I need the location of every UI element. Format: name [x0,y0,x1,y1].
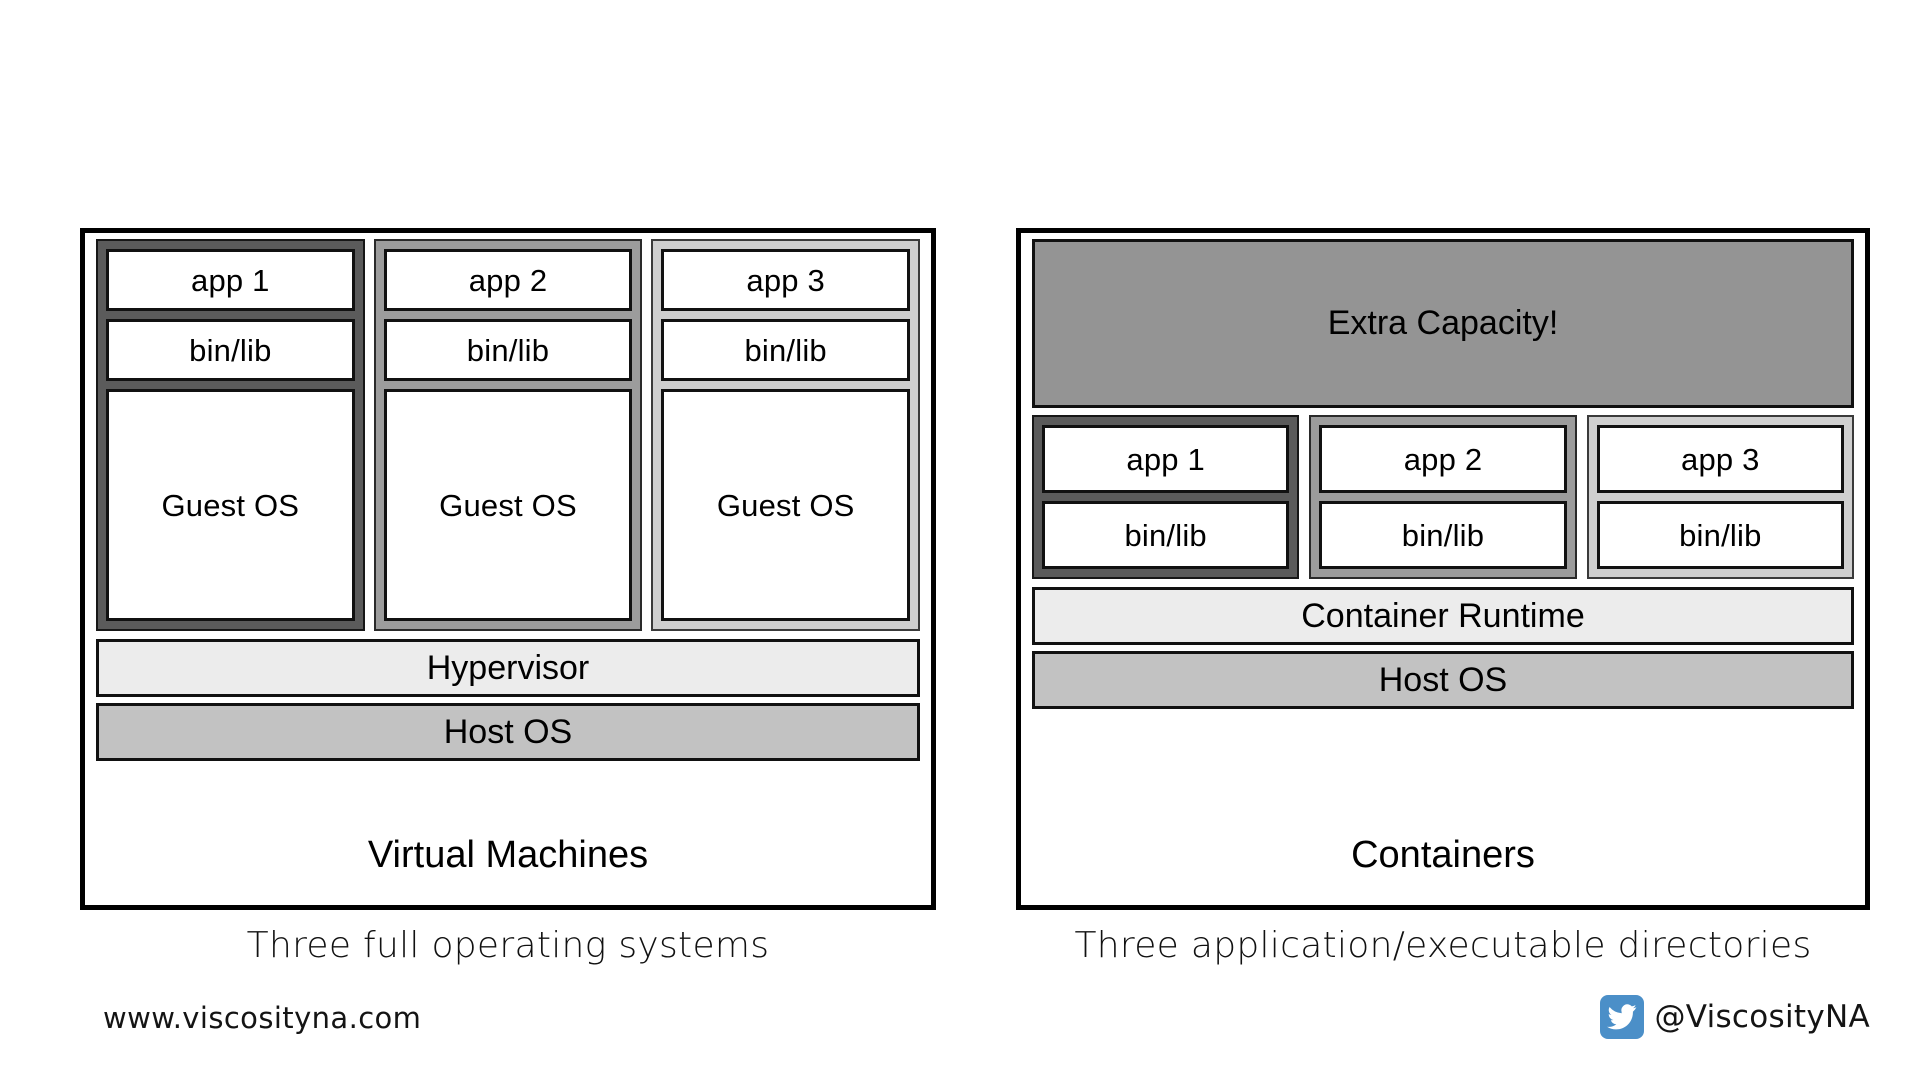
container-binlib-label-2: bin/lib [1319,501,1567,569]
container-app-label-3: app 3 [1596,425,1844,493]
extra-capacity-box: Extra Capacity! [1032,239,1854,408]
container-app-label-1: app 1 [1042,425,1290,493]
containers-title: Containers [1351,834,1535,876]
social-handle-group: @ViscosityNA [1600,995,1870,1039]
virtual-machines-panel: app 1 bin/lib Guest OS app 2 bin/lib Gue… [80,228,936,910]
vm-binlib-label-3: bin/lib [661,319,911,381]
container-binlib-label-3: bin/lib [1596,501,1844,569]
container-stack-3: app 3 bin/lib [1586,415,1854,579]
vm-binlib-label-1: bin/lib [106,319,355,381]
twitter-handle: @ViscosityNA [1654,998,1870,1035]
twitter-bird-icon [1600,995,1645,1039]
container-runtime-bar: Container Runtime [1032,587,1854,645]
virtual-machines-title: Virtual Machines [367,834,649,876]
virtual-machines-caption: Three full operating systems [246,925,770,966]
vm-guestos-label-3: Guest OS [661,389,911,621]
vm-app-label-2: app 2 [383,249,633,311]
vm-binlib-label-2: bin/lib [383,319,633,381]
containers-panel-inner: Extra Capacity! app 1 bin/lib app 2 bin/… [1032,239,1854,905]
container-host-os-bar: Host OS [1032,651,1854,709]
vm-app-label-1: app 1 [106,249,355,311]
vm-guestos-label-1: Guest OS [106,389,355,621]
containers-caption: Three application/executable directories [1074,925,1812,966]
vm-guestos-label-2: Guest OS [383,389,633,621]
container-binlib-label-1: bin/lib [1042,501,1290,569]
vm-host-os-bar: Host OS [96,703,920,761]
container-stack-2: app 2 bin/lib [1309,415,1577,579]
vm-stack-2: app 2 bin/lib Guest OS [373,239,643,631]
website-url: www.viscosityna.com [103,1001,422,1035]
vm-stack-row: app 1 bin/lib Guest OS app 2 bin/lib Gue… [96,239,921,631]
hypervisor-bar: Hypervisor [96,639,920,697]
container-app-label-2: app 2 [1319,425,1567,493]
containers-panel: Extra Capacity! app 1 bin/lib app 2 bin/… [1016,228,1870,910]
vm-stack-3: app 3 bin/lib Guest OS [651,239,921,631]
vm-stack-1: app 1 bin/lib Guest OS [96,239,365,631]
container-stack-row: app 1 bin/lib app 2 bin/lib app 3 bin/li… [1032,415,1854,579]
vm-app-label-3: app 3 [661,249,911,311]
virtual-machines-panel-inner: app 1 bin/lib Guest OS app 2 bin/lib Gue… [96,239,921,905]
container-stack-1: app 1 bin/lib [1032,415,1300,579]
